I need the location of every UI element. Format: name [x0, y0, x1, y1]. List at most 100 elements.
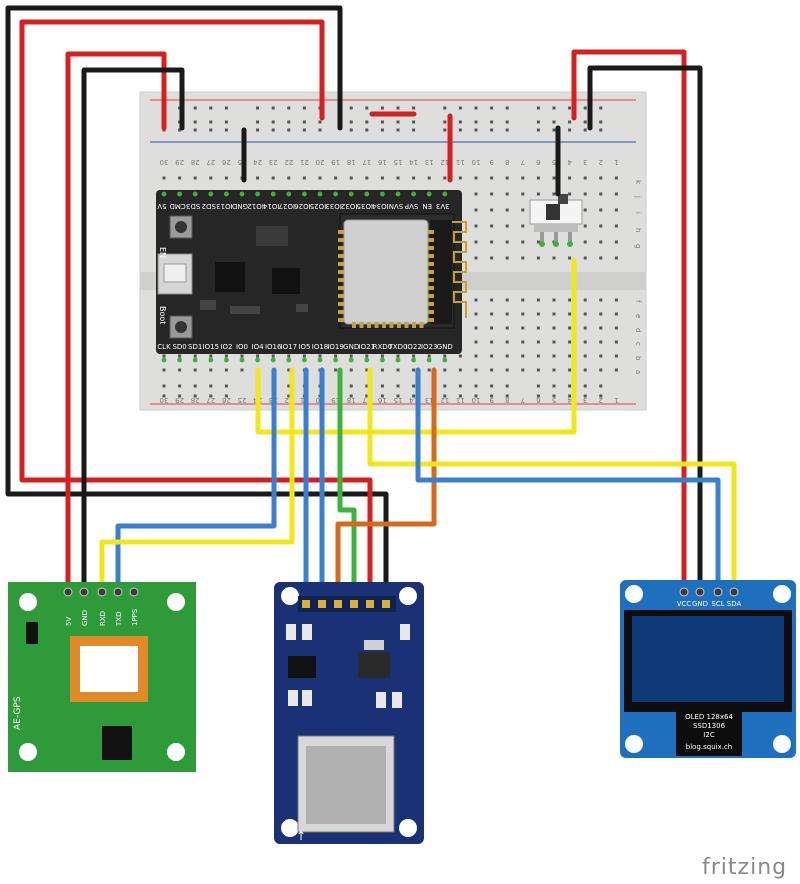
esp32-pin: [177, 191, 183, 197]
wire-orange-sd: [335, 367, 437, 607]
esp32-pin-label: 5V: [157, 202, 166, 210]
esp32-pin-label: SVP: [405, 202, 418, 210]
breadboard-col-number: 22: [284, 396, 293, 404]
esp32-pin-label: CLK: [157, 343, 171, 351]
oled-pin-label: GND: [692, 600, 708, 608]
slide-switch[interactable]: [529, 194, 583, 247]
gps-pin-label: 5V: [65, 617, 73, 626]
oled-pin-label: VCC: [677, 600, 692, 608]
esp32-pin-label: IO18: [312, 343, 328, 351]
esp32-pin-label: SD1: [188, 343, 202, 351]
breadboard-col-number: 3: [583, 158, 587, 166]
breadboard-col-number: 13: [425, 396, 434, 404]
wire-black-gnd-outer: [5, 5, 389, 607]
gps-pin-label: RXD: [99, 611, 107, 626]
esp32-pin-label: IO22: [405, 343, 421, 351]
breadboard-col-number: 12: [440, 158, 449, 166]
esp32-pin: [192, 357, 198, 363]
esp32-pin-label: IO14: [262, 202, 279, 210]
gps-pin-label: GND: [81, 610, 89, 626]
esp32-pin: [177, 357, 183, 363]
wire-black-oled-gnd: [587, 65, 703, 593]
breadboard-col-number: 1: [614, 158, 618, 166]
esp32-pin: [348, 357, 354, 363]
breadboard-col-number: 25: [238, 396, 247, 404]
esp32-pin-label: IO33: [325, 202, 341, 210]
esp32-pin-label: IO17: [281, 343, 297, 351]
esp32-pin-label: GND: [232, 202, 248, 210]
breadboard-col-number: 21: [300, 158, 309, 166]
breadboard-col-number: 16: [377, 396, 386, 404]
esp32-pin-label: IO16: [265, 343, 282, 351]
esp32-pin-label: IO26: [294, 202, 311, 210]
esp32-pin: [255, 191, 260, 197]
esp32-pin: [302, 191, 307, 197]
esp32-pin: [161, 357, 167, 363]
wire-yellow-oled-sda: [367, 367, 737, 593]
breadboard-col-number: 2: [599, 396, 603, 404]
esp32-pin: [255, 357, 260, 363]
breadboard-row-letter: j: [634, 195, 642, 198]
esp32-pin-label: IO0: [236, 343, 248, 351]
breadboard-col-number: 27: [206, 158, 215, 166]
esp32-pin-label: IO32: [341, 202, 357, 210]
gps-pin: [63, 587, 73, 597]
sd-pin: [334, 600, 342, 608]
esp32-pin-label: IO35: [357, 202, 373, 210]
breadboard-col-number: 14: [409, 158, 418, 166]
esp32-pin: [442, 191, 448, 197]
sd-pin: [382, 600, 390, 608]
gps-pin: [79, 587, 89, 597]
esp32-pin: [411, 191, 416, 197]
esp32-pin: [395, 191, 401, 197]
esp32-pin: [333, 357, 338, 363]
esp32-pin-label: IO21: [359, 343, 375, 351]
wire-yellow-gps-rxd: [99, 367, 295, 593]
breadboard-col-number: 23: [269, 158, 278, 166]
esp32-pin-label: IO13: [216, 202, 232, 210]
esp32-pin-label: IO12: [247, 202, 263, 210]
oled-label-line-3: I2C: [703, 731, 715, 739]
breadboard-col-number: 8: [505, 396, 509, 404]
esp32-pin: [426, 357, 432, 363]
wire-black-gps-gnd: [81, 67, 185, 593]
esp32-pin-label: IO25: [310, 202, 326, 210]
breadboard-col-number: 30: [160, 158, 169, 166]
esp32-pin-label: IO2: [220, 343, 232, 351]
oled-label-line-4: blog.squix.ch: [686, 743, 732, 751]
boot-button-label: Boot: [158, 306, 167, 324]
esp32-pin-label: IO23: [421, 343, 437, 351]
breadboard-col-number: 11: [456, 158, 465, 166]
esp32-pin-label: GND: [437, 343, 453, 351]
esp32-pin: [426, 191, 432, 197]
esp32-pin-label: IO34: [372, 202, 389, 210]
breadboard-col-number: 24: [253, 158, 262, 166]
esp32-pin: [411, 357, 416, 363]
gps-pin-label: 1PPS: [131, 608, 139, 626]
breadboard-col-number: 2: [599, 158, 603, 166]
esp32-pin: [239, 357, 245, 363]
breadboard-row-letter: k: [634, 180, 642, 185]
esp32-pin: [192, 191, 198, 197]
breadboard-col-number: 28: [191, 396, 200, 404]
esp32-pin-label: IO19: [327, 343, 343, 351]
breadboard-col-number: 15: [394, 158, 403, 166]
breadboard-col-number: 30: [160, 396, 169, 404]
wire-green-sd: [337, 367, 357, 607]
esp32-pin: [224, 357, 229, 363]
wire-blue-gps-txd: [115, 367, 277, 593]
wires: [5, 5, 737, 607]
breadboard-col-number: 27: [206, 396, 215, 404]
breadboard-col-number: 14: [409, 396, 418, 404]
breadboard-row-letter: h: [634, 228, 642, 232]
esp32-pin: [286, 191, 292, 197]
esp32-pin: [380, 191, 385, 197]
esp32-pin-label: SD3: [186, 202, 200, 210]
esp32-pin-label: IO15: [203, 343, 219, 351]
